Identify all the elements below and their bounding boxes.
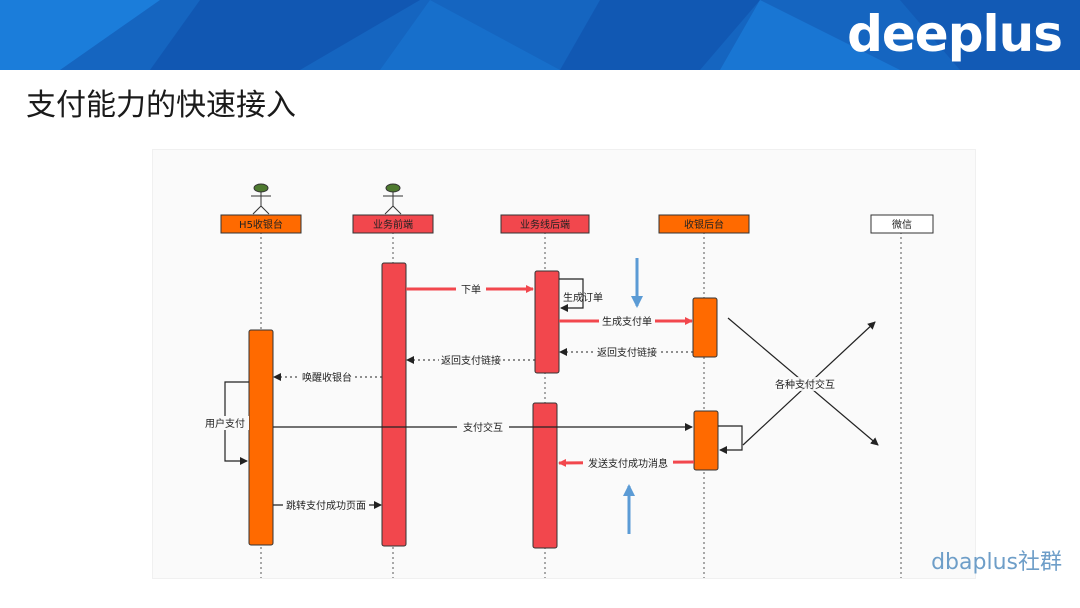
participant-label-cashier-backend: 收银后台 — [684, 218, 724, 231]
activation-frontend — [381, 262, 407, 547]
activation-backend-1 — [534, 270, 560, 374]
participant-box-h5 — [220, 214, 302, 234]
sequence-diagram: H5收银台 业务前端 业务线后端 收银后台 微信 下单 生成订单 生成支付单 返… — [153, 150, 975, 578]
label-bg-order — [456, 282, 486, 296]
participant-label-wechat: 微信 — [892, 218, 912, 231]
header-banner: deeplus — [0, 0, 1080, 70]
message-return-link-1: 返回支付链接 — [597, 346, 657, 359]
participant-box-backend — [500, 214, 590, 234]
message-create-pay-order: 生成支付单 — [602, 315, 652, 328]
banner-background — [0, 0, 1080, 70]
watermark: dbaplus社群 — [931, 550, 1062, 575]
label-bg-various — [773, 377, 837, 391]
label-bg-return-link-2 — [439, 353, 503, 367]
activation-cashier-1 — [692, 297, 718, 358]
slide-title: 支付能力的快速接入 — [26, 88, 296, 123]
message-pay-interact: 支付交互 — [463, 421, 503, 434]
label-bg-wake-cashier — [299, 370, 355, 384]
participant-label-frontend: 业务前端 — [373, 218, 413, 231]
activation-backend-2 — [532, 402, 558, 549]
message-various: 各种支付交互 — [775, 378, 835, 391]
activation-cashier-2 — [693, 410, 719, 471]
label-bg-user-pay — [203, 416, 249, 430]
message-user-pay: 用户支付 — [205, 417, 245, 430]
message-return-link-2: 返回支付链接 — [441, 354, 501, 367]
message-jump-success: 跳转支付成功页面 — [286, 499, 366, 512]
brand-logo: deeplus — [847, 5, 1063, 63]
label-bg-send-success — [583, 456, 673, 470]
label-bg-pay-interact — [457, 420, 509, 434]
activation-h5 — [248, 329, 274, 546]
actor-icon-frontend — [383, 183, 403, 215]
arrow-create-order — [559, 278, 584, 312]
arrow-cashier-loop — [718, 425, 743, 454]
message-order: 下单 — [461, 284, 481, 296]
participant-box-cashier-backend — [658, 214, 750, 234]
message-create-order: 生成订单 — [563, 291, 603, 304]
participant-box-wechat — [870, 214, 934, 234]
actor-icon-h5 — [251, 183, 271, 215]
message-wake-cashier: 唤醒收银台 — [302, 371, 352, 384]
label-bg-return-link-1 — [595, 345, 659, 359]
participant-box-frontend — [352, 214, 434, 234]
label-bg-create-pay-order — [599, 314, 655, 328]
label-bg-jump-success — [283, 498, 369, 512]
participant-label-backend: 业务线后端 — [520, 218, 570, 231]
participant-label-h5: H5收银台 — [239, 218, 283, 231]
message-send-success: 发送支付成功消息 — [588, 457, 668, 470]
sequence-diagram-canvas: H5收银台 业务前端 业务线后端 收银后台 微信 下单 生成订单 生成支付单 返… — [203, 183, 934, 578]
